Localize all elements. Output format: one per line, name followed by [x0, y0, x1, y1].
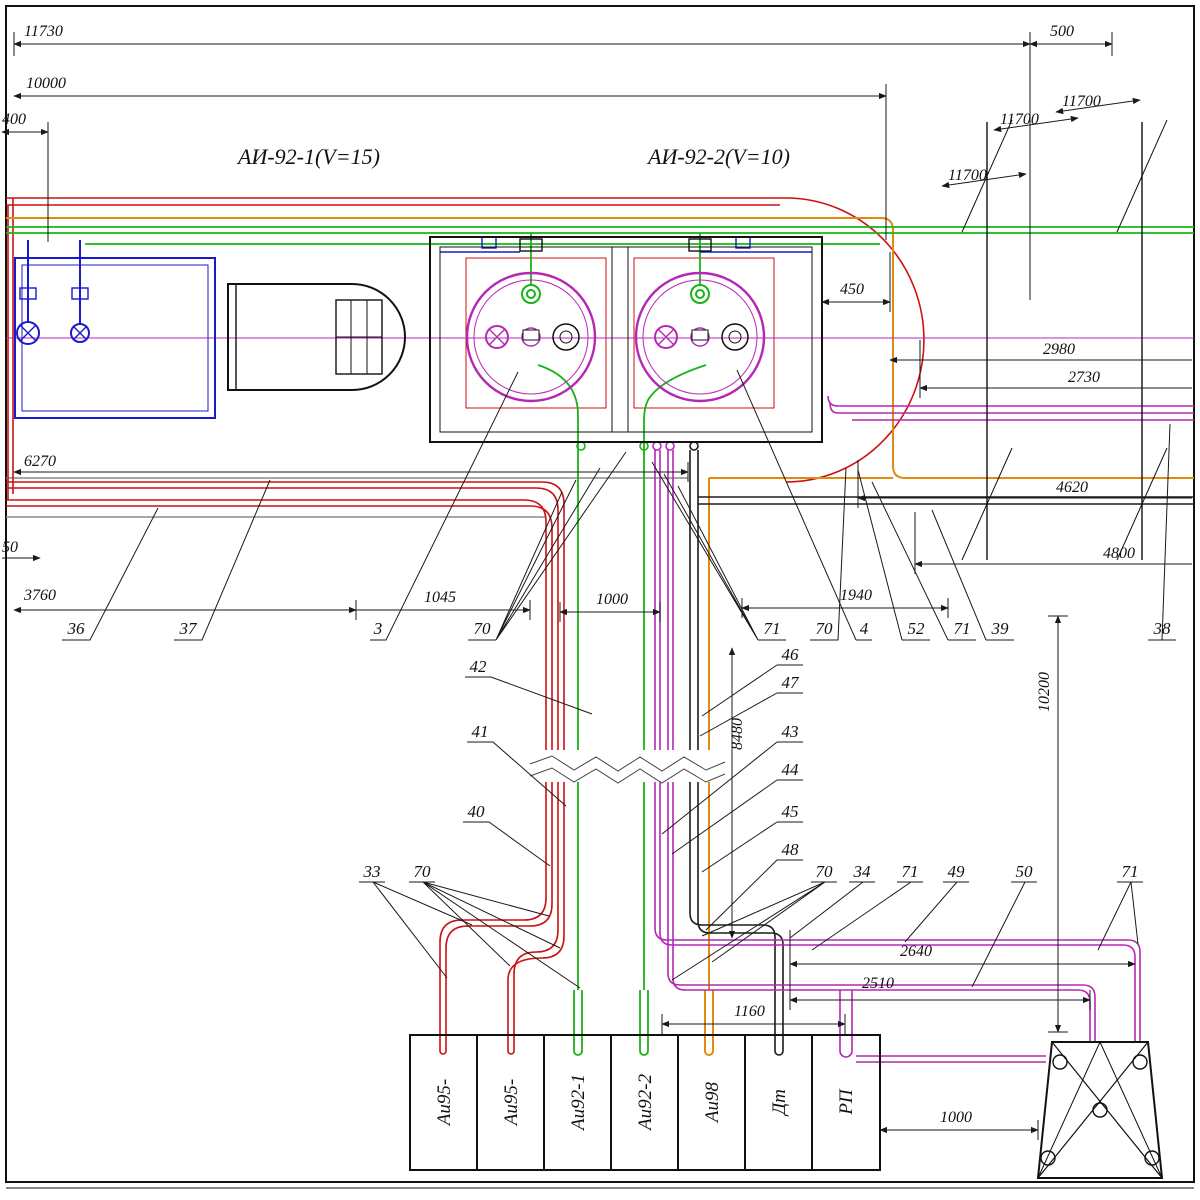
- dim-2640: 2640: [900, 943, 932, 960]
- drawing-frame: [5, 5, 1195, 1189]
- callout-71-a: 71: [764, 619, 781, 638]
- callout-49: 49: [948, 862, 966, 881]
- dim-11700-1: 11700: [1062, 93, 1101, 110]
- dispenser-label-3: Аи92-1: [568, 1074, 589, 1132]
- dispenser-label-6: Дт: [769, 1089, 790, 1117]
- callout-71-c: 71: [902, 862, 919, 881]
- dim-11700-2: 11700: [1000, 111, 1039, 128]
- pipe-magenta: [6, 271, 1194, 1063]
- dim-450: 450: [840, 281, 864, 298]
- callout-44: 44: [782, 760, 800, 779]
- callout-41: 41: [472, 722, 489, 741]
- dim-1160: 1160: [734, 1003, 765, 1020]
- callout-45: 45: [782, 802, 799, 821]
- horizontal-tank: [227, 283, 406, 391]
- dim-1000-bottom: 1000: [940, 1109, 972, 1126]
- callout-43: 43: [782, 722, 799, 741]
- dim-11700-3: 11700: [948, 167, 987, 184]
- labels: АИ-92-1(V=15) АИ-92-2(V=10) 11730 500 10…: [2, 23, 1171, 1132]
- pipe-green: [6, 226, 1194, 1056]
- dim-4620: 4620: [1056, 479, 1088, 496]
- dispenser-label-5: Аи98: [702, 1081, 723, 1124]
- dimension-lines: [1, 32, 1192, 1140]
- valve-fitting-1: [481, 236, 497, 249]
- callout-70-a: 70: [474, 619, 492, 638]
- dim-50: 50: [2, 539, 18, 556]
- pipe-red: [6, 197, 925, 1055]
- callout-leaders: [62, 369, 1176, 989]
- callout-36: 36: [67, 619, 86, 638]
- callout-48: 48: [782, 840, 800, 859]
- callout-70-d: 70: [816, 862, 834, 881]
- dim-1045: 1045: [424, 589, 456, 606]
- dim-3760: 3760: [23, 587, 56, 604]
- dim-1000-mid: 1000: [596, 591, 628, 608]
- dim-2510: 2510: [862, 975, 894, 992]
- callout-50: 50: [1016, 862, 1034, 881]
- tank-green-fittings: [521, 284, 710, 451]
- dim-8480: 8480: [729, 718, 746, 750]
- pipe-gray: [6, 477, 688, 518]
- dispenser-label-7: РП: [836, 1088, 857, 1116]
- callout-46: 46: [782, 645, 800, 664]
- blue-equipment: [14, 236, 812, 419]
- dispenser-box-7: [811, 1034, 881, 1171]
- dispenser-label-4: Аи92-2: [635, 1074, 656, 1132]
- callout-70-c: 70: [414, 862, 432, 881]
- callout-38: 38: [1153, 619, 1172, 638]
- dispenser-label-2: Аи95-: [501, 1079, 522, 1127]
- structures: [47, 119, 1168, 1179]
- callout-37: 37: [179, 619, 199, 638]
- tank2-zone-rect: [633, 257, 775, 409]
- callout-42: 42: [470, 657, 488, 676]
- callout-3: 3: [373, 619, 383, 638]
- dim-4800: 4800: [1103, 545, 1135, 562]
- callout-34: 34: [853, 862, 872, 881]
- tank2-shell: [634, 271, 766, 403]
- pipe-break-symbol: [529, 750, 726, 784]
- callout-52: 52: [908, 619, 926, 638]
- tank2-label: АИ-92-2(V=10): [646, 144, 790, 169]
- dim-6270: 6270: [24, 453, 56, 470]
- dim-10000: 10000: [26, 75, 66, 92]
- callout-33: 33: [363, 862, 381, 881]
- dim-400: 400: [2, 111, 26, 128]
- dim-2980: 2980: [1043, 341, 1075, 358]
- dispenser-label-1: Аи95-: [434, 1079, 455, 1127]
- red-loop-arc: [785, 197, 925, 483]
- dim-2730: 2730: [1068, 369, 1100, 386]
- tank-pit: [429, 236, 823, 443]
- callout-47: 47: [782, 673, 801, 692]
- callout-71-d: 71: [1122, 862, 1139, 881]
- tank1-label: АИ-92-1(V=15): [236, 144, 380, 169]
- callout-39: 39: [991, 619, 1010, 638]
- callout-71-b: 71: [954, 619, 971, 638]
- valve-fitting-2: [735, 236, 751, 249]
- foundation-pad: [1036, 1041, 1164, 1179]
- callout-70-b: 70: [816, 619, 834, 638]
- dim-1940: 1940: [840, 587, 872, 604]
- dispenser-island: [409, 1034, 881, 1171]
- dim-10200: 10200: [1036, 672, 1053, 712]
- callout-40: 40: [468, 802, 486, 821]
- tank1-shell: [465, 271, 597, 403]
- callout-4: 4: [860, 619, 869, 638]
- dim-11730: 11730: [24, 23, 63, 40]
- dim-500: 500: [1050, 23, 1074, 40]
